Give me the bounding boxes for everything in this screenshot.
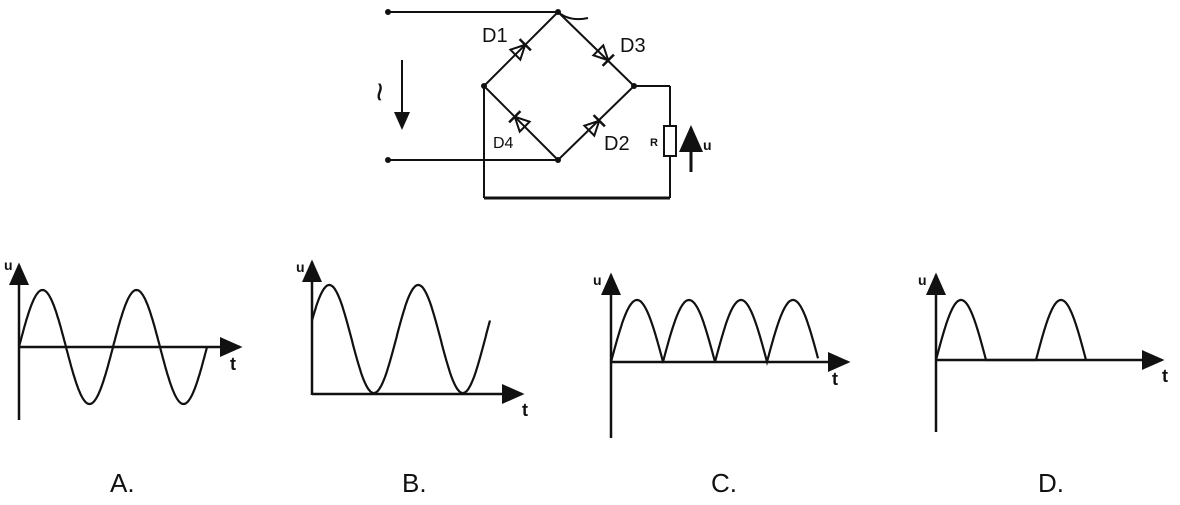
diode-label-d1: D1 <box>482 25 508 47</box>
output-voltage-label: u <box>703 137 712 153</box>
diode-d3-icon <box>591 43 615 67</box>
resistor-label: R <box>650 137 658 149</box>
diode-label-d3: D3 <box>620 35 646 57</box>
ac-source-symbol: ~ <box>360 82 398 102</box>
y-axis-label: u <box>593 272 602 288</box>
waveform-full-sine <box>17 288 209 406</box>
option-b-graph: u t <box>296 259 528 420</box>
option-d-graph: u t <box>918 272 1168 432</box>
option-b-label[interactable]: B. <box>402 468 427 498</box>
branch-d2 <box>557 85 635 161</box>
y-axis-label: u <box>296 259 305 275</box>
option-a-label[interactable]: A. <box>110 468 135 498</box>
diode-label-d2: D2 <box>604 133 630 155</box>
waveform-offset-sine <box>310 283 492 395</box>
node-top <box>555 9 561 15</box>
branch-d4 <box>483 85 559 161</box>
x-axis-label: t <box>230 354 236 374</box>
diode-d1-icon <box>508 38 532 62</box>
option-d-label[interactable]: D. <box>1038 468 1064 498</box>
option-a-graph: u t <box>4 257 243 420</box>
option-c-label[interactable]: C. <box>711 468 737 498</box>
node-bottom <box>555 157 561 163</box>
diode-d4-icon <box>508 110 532 134</box>
waveform-half-wave-rectified <box>934 298 1088 362</box>
y-axis-label: u <box>4 257 13 273</box>
resistor-icon <box>663 125 677 157</box>
x-axis-label: t <box>522 400 528 420</box>
diode-label-d4: D4 <box>493 135 514 152</box>
waveform-full-wave-rectified <box>609 298 820 367</box>
bridge-rectifier-circuit: ~ D1 D3 D4 D2 <box>360 9 712 200</box>
x-axis-label: t <box>1162 366 1168 386</box>
y-axis-label: u <box>918 272 927 288</box>
x-axis-label: t <box>832 369 838 389</box>
option-c-graph: u t <box>593 272 851 438</box>
branch-d3 <box>557 11 635 87</box>
branch-d1 <box>483 11 559 87</box>
diode-d2-icon <box>582 114 606 138</box>
